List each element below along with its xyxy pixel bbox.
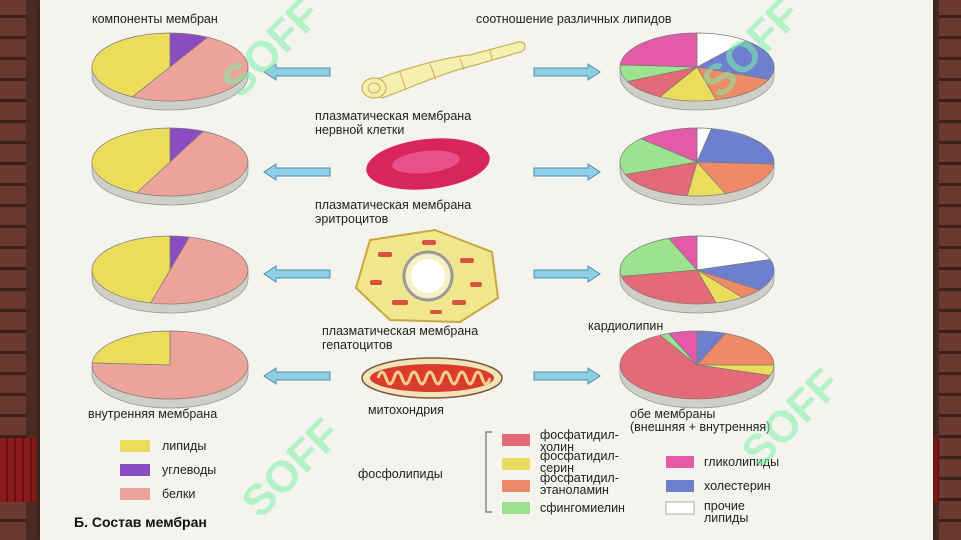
lipid-pie-1-slice-ch bbox=[695, 40, 775, 80]
component-pie-1 bbox=[91, 32, 249, 111]
component-pie-3 bbox=[91, 235, 249, 314]
lipid-pie-3-slice-pc bbox=[620, 269, 717, 305]
lipid-pie-1 bbox=[619, 32, 775, 111]
legend-phospholipids-title: фосфолипиды bbox=[358, 467, 443, 481]
lipid-pie-3 bbox=[619, 235, 775, 314]
lipid-pie-3-slice-ch bbox=[696, 259, 775, 291]
legend-label-pc-1: фосфатидил- bbox=[540, 428, 619, 442]
lipid-pie-2-slice-pc bbox=[624, 161, 698, 197]
lipid-pie-1-slice-gl bbox=[619, 32, 698, 68]
lipid-pie-2-slice-sm bbox=[619, 138, 699, 175]
label-mitochondrion: митохондрия bbox=[368, 403, 444, 417]
legend-swatch-sm bbox=[502, 502, 530, 514]
diagram-sheet: компоненты мембран соотношение различных… bbox=[40, 0, 933, 540]
legend-label-pe-1: фосфатидил- bbox=[540, 471, 619, 485]
component-pie-3-slice-protein bbox=[150, 236, 249, 305]
label-hep-1: плазматическая мембрана bbox=[322, 324, 478, 338]
lipid-pie-4-slice-pe bbox=[696, 333, 775, 366]
legend-label-other-1: прочие bbox=[704, 499, 745, 513]
legend-label-proteins: белки bbox=[162, 487, 195, 501]
title-components: компоненты мембран bbox=[92, 12, 218, 26]
lipid-pie-4-slice-pc bbox=[619, 334, 771, 400]
mitochondrion-illustration bbox=[361, 357, 503, 399]
membrane-composition-diagram: компоненты мембран соотношение различных… bbox=[74, 0, 850, 530]
legend-label-sm: сфингомиелин bbox=[540, 501, 625, 515]
lipid-pie-1-slice-pe bbox=[696, 66, 770, 101]
legend-label-pe-2: этаноламин bbox=[540, 483, 609, 497]
lipid-pie-2-slice-ch bbox=[696, 128, 775, 165]
legend-swatch-pc bbox=[502, 434, 530, 446]
arrow-left-3 bbox=[263, 265, 331, 283]
component-pie-2 bbox=[91, 127, 249, 206]
arrow-right-1 bbox=[533, 63, 601, 81]
label-inner-membrane: внутренняя мембрана bbox=[88, 407, 217, 421]
label-rbc-2: эритроцитов bbox=[315, 212, 389, 226]
legend-swatch-other bbox=[665, 501, 695, 515]
component-pie-4 bbox=[91, 330, 249, 409]
legend-label-pc-2: холин bbox=[540, 440, 574, 454]
label-both-membranes-2: (внешняя + внутренняя) bbox=[630, 420, 770, 434]
lipid-pie-2-slice-pe bbox=[696, 161, 775, 194]
arrow-left-4 bbox=[263, 367, 331, 385]
label-cardiolipin: кардиолипин bbox=[588, 319, 663, 333]
arrows bbox=[263, 63, 601, 385]
lipid-pie-3-slice-other bbox=[696, 235, 771, 271]
component-pie-2-slice-protein bbox=[136, 130, 249, 197]
label-rbc-1: плазматическая мембрана bbox=[315, 198, 471, 212]
legend-label-glycolipids: гликолипиды bbox=[704, 455, 779, 469]
legend-swatch-pe bbox=[502, 480, 530, 492]
legend-swatch-ps bbox=[502, 458, 530, 470]
legend-swatch-cholesterol bbox=[666, 480, 694, 492]
legend-components: липиды углеводы белки bbox=[120, 439, 216, 501]
component-pie-2-slice-lipid bbox=[91, 127, 171, 194]
nerve-cell-illustration bbox=[361, 41, 526, 99]
legend-label-lipids: липиды bbox=[162, 439, 206, 453]
arrow-left-2 bbox=[263, 163, 331, 181]
legend-other-lipids: гликолипиды холестерин прочие липиды bbox=[665, 455, 779, 525]
legend-label-ps-2: серин bbox=[540, 461, 574, 475]
erythrocyte-center bbox=[392, 150, 460, 174]
legend-phospholipids: фосфолипиды фосфатидил- холин фосфатидил… bbox=[358, 428, 625, 515]
arrow-left-1 bbox=[263, 63, 331, 81]
legend-label-other-2: липиды bbox=[704, 511, 748, 525]
label-both-membranes-1: обе мембраны bbox=[630, 407, 715, 421]
component-pies bbox=[91, 32, 249, 409]
lipid-pie-3-slice-sm bbox=[619, 238, 698, 277]
watermark-3: SOFF bbox=[232, 409, 350, 527]
legend-label-ps-1: фосфатидил- bbox=[540, 449, 619, 463]
lipid-pies bbox=[619, 32, 775, 409]
legend-swatch-proteins bbox=[120, 488, 150, 500]
component-pie-1-slice-protein bbox=[131, 36, 249, 102]
label-nerve-1: плазматическая мембрана bbox=[315, 109, 471, 123]
decor-band-left bbox=[0, 438, 36, 502]
hepatocyte-illustration bbox=[354, 228, 500, 324]
lipid-pie-2 bbox=[619, 127, 775, 206]
component-pie-1-slice-lipid bbox=[91, 32, 171, 98]
legend-label-carbs: углеводы bbox=[162, 463, 216, 477]
lipid-pie-3-slice-gl bbox=[667, 235, 698, 271]
title-lipids: соотношение различных липидов bbox=[476, 12, 672, 26]
legend-swatch-glycolipids bbox=[666, 456, 694, 468]
label-nerve-2: нервной клетки bbox=[315, 123, 404, 137]
legend-swatch-carbs bbox=[120, 464, 150, 476]
arrow-right-4 bbox=[533, 367, 601, 385]
label-hep-2: гепатоцитов bbox=[322, 338, 393, 352]
component-pie-3-slice-lipid bbox=[91, 235, 171, 304]
legend-swatch-lipids bbox=[120, 440, 150, 452]
lipid-pie-2-slice-gl bbox=[640, 127, 698, 163]
watermark-1: SOFF bbox=[212, 0, 330, 107]
brick-wall-right bbox=[939, 0, 961, 540]
arrow-right-2 bbox=[533, 163, 601, 181]
lipid-pie-4 bbox=[619, 330, 775, 409]
legend-label-cholesterol: холестерин bbox=[704, 479, 771, 493]
arrow-right-3 bbox=[533, 265, 601, 283]
section-title: Б. Состав мембран bbox=[74, 514, 207, 530]
component-pie-4-slice-lipid bbox=[91, 330, 171, 366]
lipid-pie-4-slice-gl bbox=[667, 330, 698, 366]
